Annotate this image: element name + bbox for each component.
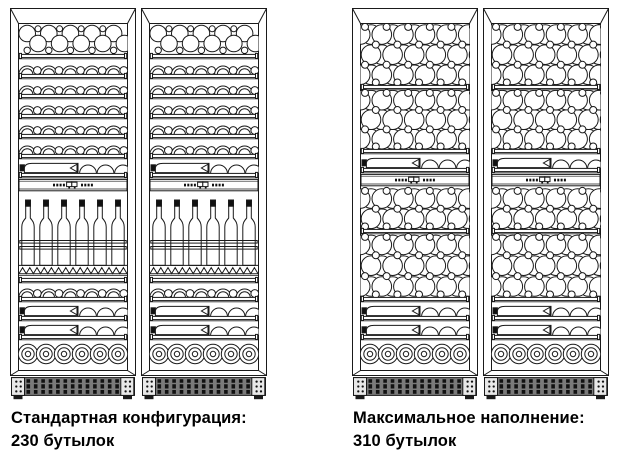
wine-cabinet-figure-standard: Стандартная конфигурация: 230 бутылок [10,8,268,450]
caption-standard-line2: 230 бутылок [11,432,115,450]
wine-cabinet-figure-maximum: Максимальное наполнение: 310 бутылок [352,8,610,450]
cabinet-door [141,8,267,400]
door-interior [149,24,259,365]
caption-standard-line1: Стандартная конфигурация: [11,409,247,427]
door-interior [18,24,128,365]
door-interior [491,24,601,365]
cabinet-drawing-standard [10,8,267,400]
caption-maximum-line1: Максимальное наполнение: [353,409,585,427]
cabinet-drawing-maximum [352,8,609,400]
door-interior [360,24,470,365]
caption-standard: Стандартная конфигурация: 230 бутылок [11,407,247,453]
caption-maximum-line2: 310 бутылок [353,432,457,450]
cabinet-door [352,8,478,400]
caption-maximum: Максимальное наполнение: 310 бутылок [353,407,585,453]
cabinet-door [10,8,136,400]
